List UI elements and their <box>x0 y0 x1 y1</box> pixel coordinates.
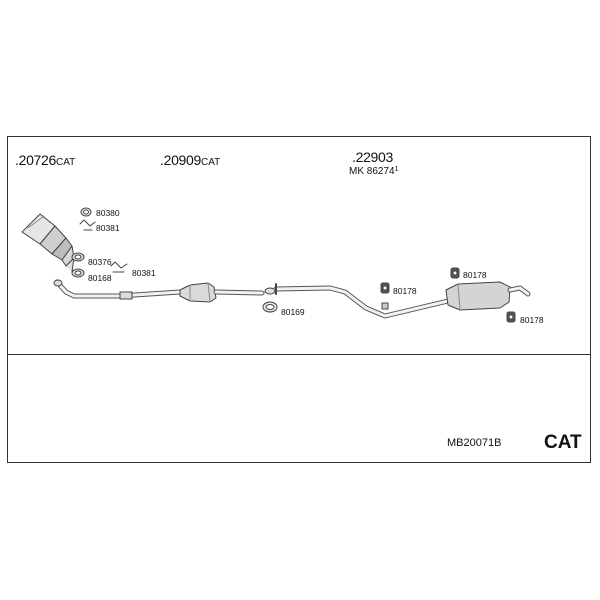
diagram-frame <box>7 136 591 463</box>
part-suffix-1: CAT <box>56 157 76 168</box>
rubber-80178-a <box>380 282 390 294</box>
part-number-3: .22903 <box>352 149 394 165</box>
diagram-divider <box>7 354 591 355</box>
callout-80178-a: 80178 <box>393 286 417 296</box>
clamp-80381-b <box>110 261 128 273</box>
rubber-80178-b <box>450 267 460 279</box>
callout-80178-c: 80178 <box>520 315 544 325</box>
front-catalyst <box>21 213 75 273</box>
callout-80381-a: 80381 <box>96 223 120 233</box>
mk-prefix: MK <box>349 166 364 177</box>
clamp-80169 <box>262 287 278 313</box>
callout-80376: 80376 <box>88 257 112 267</box>
part-number-2: .20909 <box>160 152 202 168</box>
callout-80381-b: 80381 <box>132 268 156 278</box>
callout-80169: 80169 <box>281 307 305 317</box>
gasket-80168 <box>71 268 85 278</box>
rear-silencer <box>445 281 531 311</box>
rubber-80178-c <box>506 311 516 323</box>
middle-catalyst <box>179 282 265 303</box>
part-number-1: .20726 <box>15 152 57 168</box>
cat-label: CAT <box>544 432 582 453</box>
front-pipe <box>53 279 183 300</box>
part-label-2: .20909CAT <box>160 152 220 170</box>
part-suffix-2: CAT <box>201 157 221 168</box>
model-code: MB20071B <box>447 437 502 449</box>
part-label-1: .20726CAT <box>15 152 75 170</box>
clamp-80381-a <box>79 219 96 231</box>
mk-sup: 1 <box>394 166 399 173</box>
callout-80178-b: 80178 <box>463 270 487 280</box>
middle-pipe <box>273 283 451 319</box>
mk-label: MK 862741 <box>349 166 399 177</box>
callout-80380: 80380 <box>96 208 120 218</box>
gasket-80376 <box>71 252 85 262</box>
part-label-3: .22903 <box>352 149 393 167</box>
bolt-80380 <box>80 207 92 217</box>
callout-80168: 80168 <box>88 273 112 283</box>
mk-number: 86274 <box>366 166 395 177</box>
